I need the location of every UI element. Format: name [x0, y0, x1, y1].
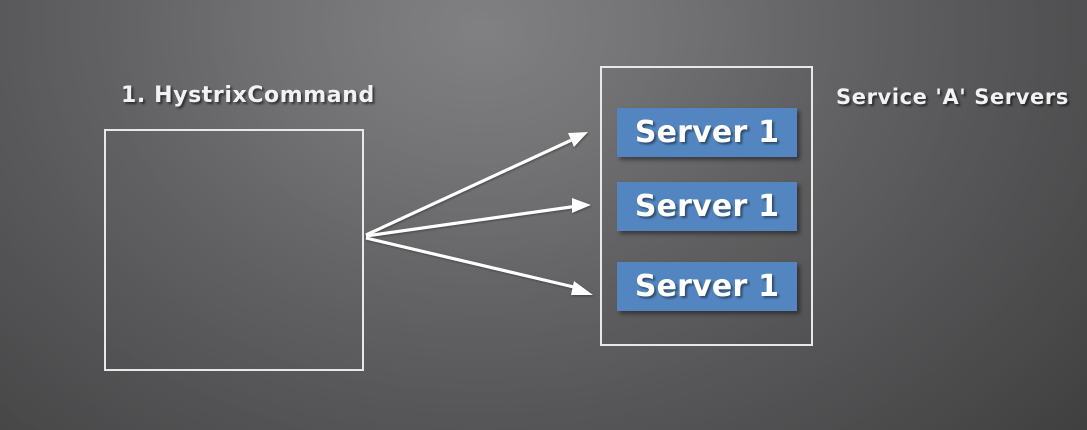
server-box-label: Server 1: [634, 269, 780, 304]
page-title: 1. HystrixCommand: [121, 83, 375, 108]
server-box-3[interactable]: Server 1: [617, 262, 797, 311]
server-box-1[interactable]: Server 1: [617, 108, 797, 157]
hystrix-command-box: [104, 129, 364, 371]
service-a-servers-label: Service 'A' Servers: [836, 85, 1069, 109]
arrow-to-server-2: [365, 198, 591, 238]
service-a-servers-container: [600, 66, 813, 346]
arrow-to-server-1: [365, 132, 588, 237]
server-box-2[interactable]: Server 1: [617, 182, 797, 231]
server-box-label: Server 1: [634, 115, 780, 150]
arrow-to-server-3: [365, 236, 593, 295]
server-box-label: Server 1: [634, 189, 780, 224]
